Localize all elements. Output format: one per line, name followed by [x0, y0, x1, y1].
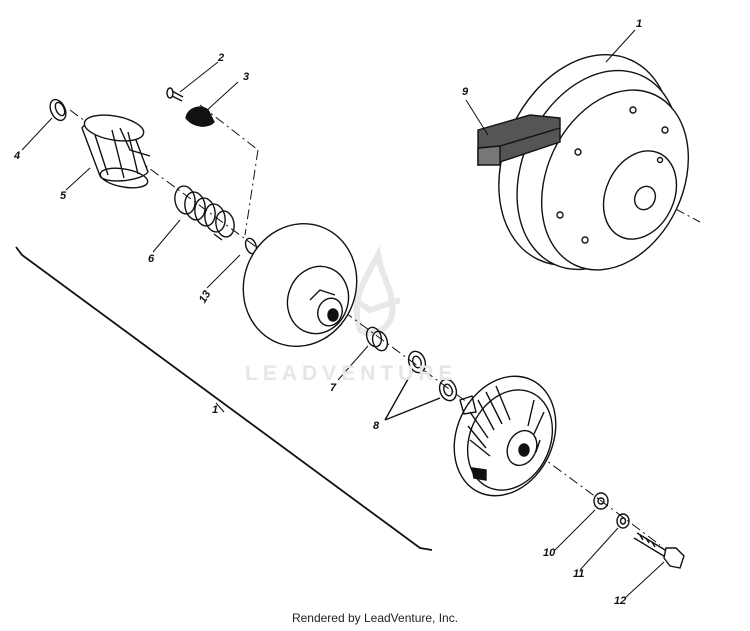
callout-10: 10	[543, 547, 556, 559]
callout-11: 11	[573, 568, 585, 580]
watermark-text: LEADVENTURE	[245, 362, 458, 385]
callout-2: 2	[218, 52, 225, 64]
callout-3: 3	[243, 71, 250, 83]
leader-lines	[21, 29, 665, 599]
part-6-spring	[174, 185, 235, 241]
part-5-spider-housing	[81, 114, 151, 189]
callout-4: 4	[14, 150, 21, 162]
callout-5: 5	[60, 190, 67, 202]
callout-7: 7	[330, 382, 337, 394]
callout-6: 6	[148, 253, 155, 265]
movable-sheave	[242, 222, 358, 348]
part-3-roller	[185, 106, 215, 127]
callout-9: 9	[462, 86, 469, 98]
part-9-belt	[477, 114, 561, 166]
callout-12: 12	[614, 595, 627, 607]
part-7-bushing	[365, 326, 389, 352]
part-11-lock-washer	[616, 513, 630, 529]
part-12-bolt	[633, 532, 685, 569]
footer-credit: Rendered by LeadVenture, Inc.	[291, 611, 459, 625]
callout-8: 8	[373, 420, 380, 432]
assembly-bracket	[15, 246, 433, 551]
part-8-washers	[384, 350, 458, 421]
fixed-sheave	[453, 375, 557, 497]
part-2-screw	[166, 87, 184, 102]
part-10-washer	[593, 492, 609, 510]
callout-1-top: 1	[636, 18, 643, 30]
part-4-retaining-ring	[49, 98, 67, 122]
callout-1-bracket: 1	[212, 404, 219, 416]
watermark-logo	[353, 245, 401, 337]
